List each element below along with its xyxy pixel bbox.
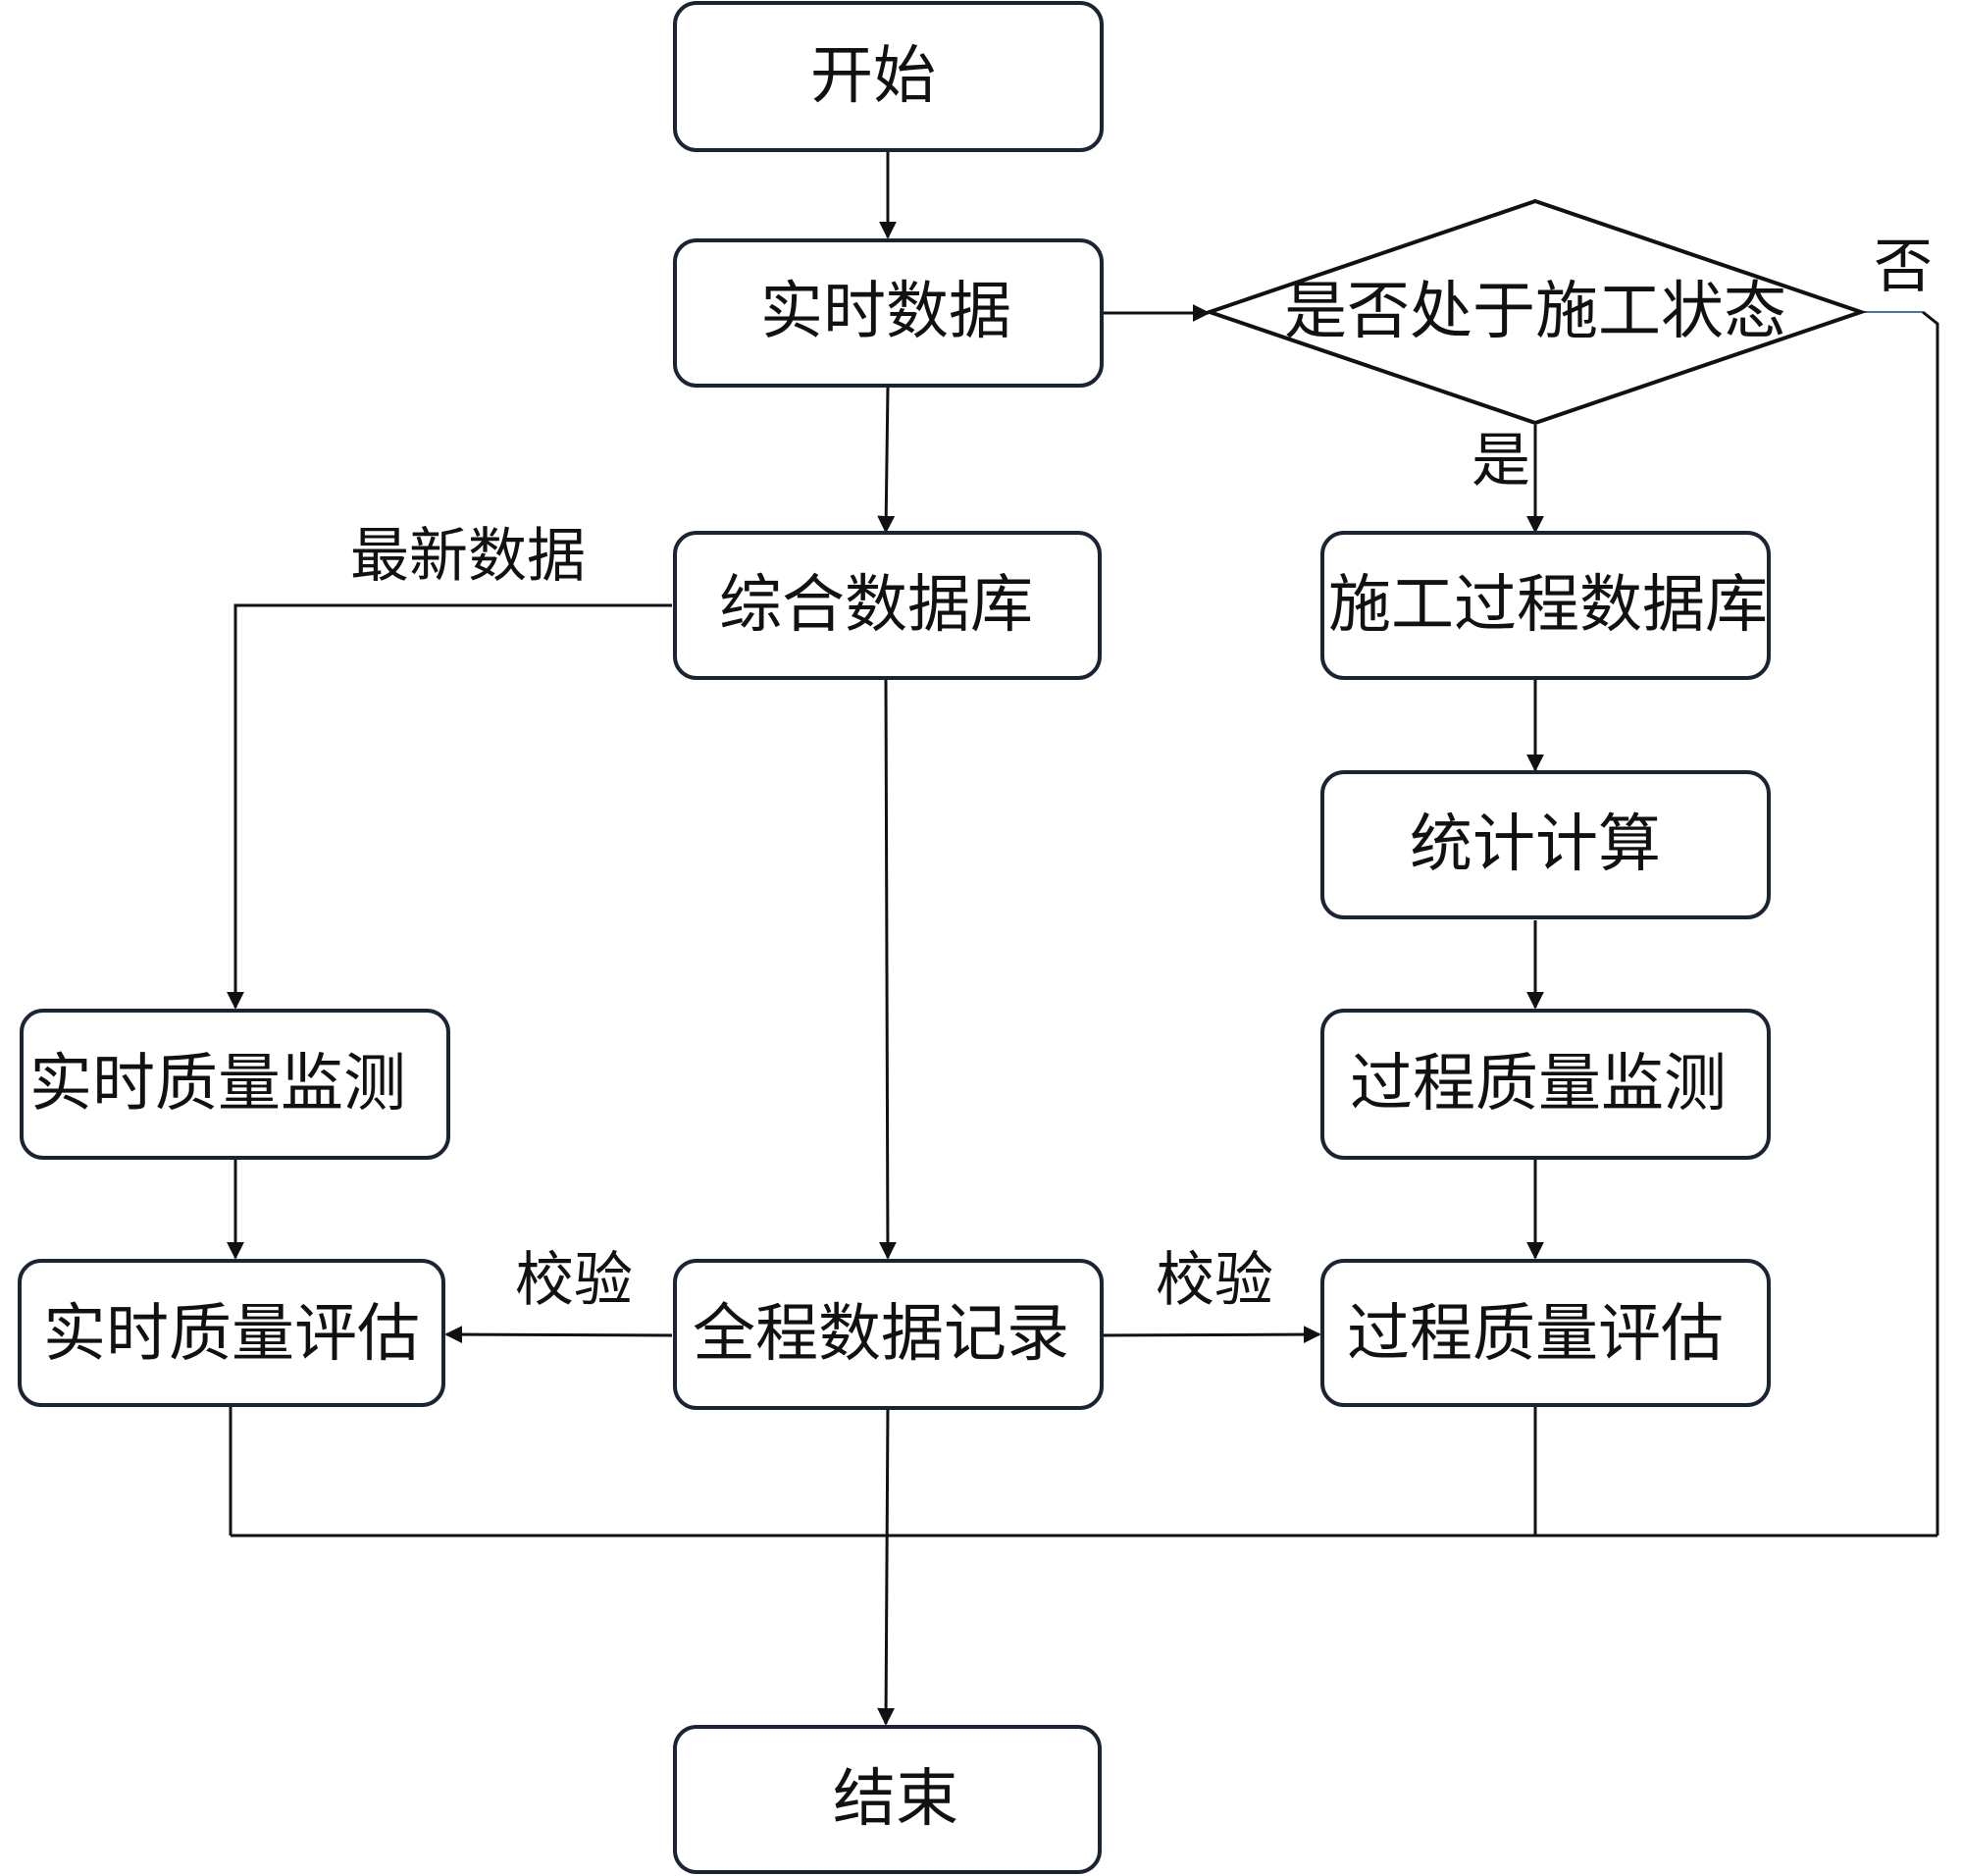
end-label: 结束	[833, 1763, 958, 1836]
node-realtime-data: 实时数据	[673, 238, 1104, 388]
node-full-record: 全程数据记录	[673, 1259, 1104, 1410]
label-no: 否	[1874, 233, 1933, 301]
node-integrated-db: 综合数据库	[673, 531, 1102, 680]
stat-calc-box	[1320, 770, 1771, 919]
rt-monitor-box	[20, 1009, 450, 1160]
node-stat-calc: 统计计算	[1320, 770, 1771, 919]
rt-eval-label: 实时质量评估	[43, 1298, 420, 1371]
node-construction-db: 施工过程数据库	[1320, 531, 1771, 680]
decision-label: 是否处于施工状态	[1284, 276, 1786, 348]
full-record-box	[673, 1259, 1104, 1410]
edge-fullrecord-to-end	[877, 1406, 896, 1726]
node-rt-eval: 实时质量评估	[18, 1259, 445, 1407]
integrated-db-box	[673, 531, 1102, 680]
construction-db-box	[1320, 531, 1771, 680]
start-label: 开始	[810, 40, 936, 113]
edge-integrated-to-fullrecord	[878, 679, 897, 1260]
end-box	[673, 1725, 1102, 1874]
proc-eval-box	[1320, 1259, 1771, 1407]
edge-integrated-latest-to-rtmonitor	[227, 603, 672, 1010]
stat-calc-label: 统计计算	[1410, 808, 1661, 881]
edge-realtime-to-integrated	[877, 387, 896, 534]
node-decision: 是否处于施工状态	[1203, 198, 1868, 426]
label-verify-right: 校验	[1156, 1246, 1273, 1315]
realtime-data-box	[673, 238, 1104, 388]
rt-monitor-label: 实时质量监测	[29, 1048, 406, 1120]
proc-eval-label: 过程质量评估	[1347, 1298, 1724, 1371]
edge-decision-no	[1922, 310, 1939, 1536]
proc-monitor-label: 过程质量监测	[1350, 1048, 1727, 1120]
proc-monitor-box	[1320, 1009, 1771, 1160]
node-start: 开始	[673, 1, 1104, 152]
node-proc-eval: 过程质量评估	[1320, 1259, 1771, 1407]
edge-fullrecord-verify-left	[444, 1326, 673, 1344]
label-verify-left: 校验	[515, 1246, 633, 1315]
start-box	[673, 1, 1104, 152]
edge-fullrecord-verify-right	[1101, 1326, 1321, 1344]
connectors	[227, 152, 1939, 1726]
label-latest-data: 最新数据	[350, 522, 586, 591]
node-proc-monitor: 过程质量监测	[1320, 1009, 1771, 1160]
decision-diamond	[1203, 198, 1868, 426]
construction-db-label: 施工过程数据库	[1328, 569, 1768, 642]
full-record-label: 全程数据记录	[693, 1298, 1069, 1371]
label-yes: 是	[1472, 427, 1530, 495]
node-end: 结束	[673, 1725, 1102, 1874]
rt-eval-box	[18, 1259, 445, 1407]
realtime-data-label: 实时数据	[760, 276, 1011, 348]
integrated-db-label: 综合数据库	[719, 569, 1033, 642]
node-rt-monitor: 实时质量监测	[20, 1009, 450, 1160]
